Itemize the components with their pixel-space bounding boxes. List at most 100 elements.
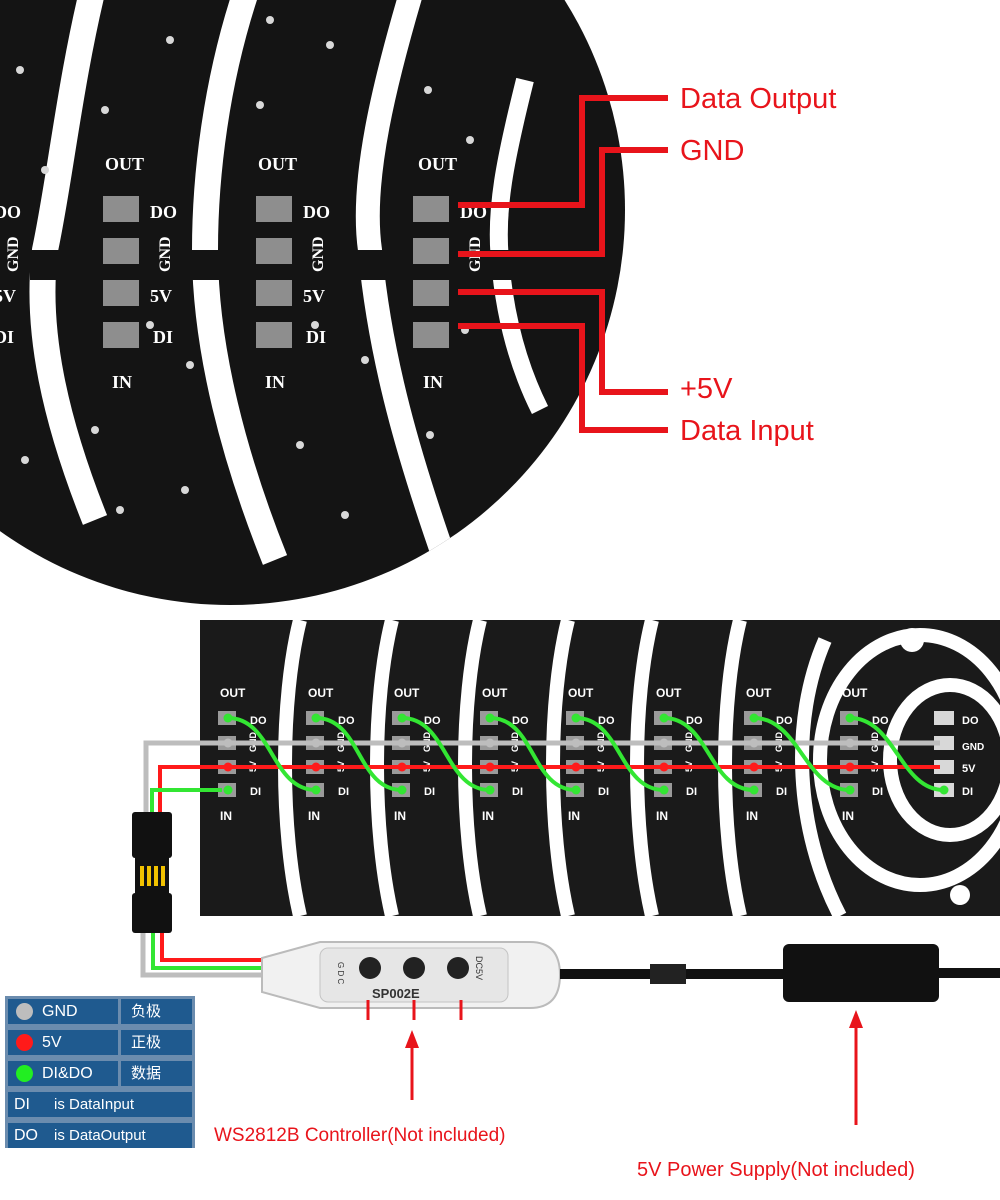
speed-button[interactable] bbox=[403, 957, 425, 979]
data-link-wire bbox=[575, 716, 665, 792]
do-dot bbox=[223, 713, 233, 723]
di-dot bbox=[659, 785, 669, 795]
in-label: IN bbox=[656, 809, 668, 823]
data-output-label: Data Output bbox=[680, 83, 836, 115]
do-dot bbox=[845, 713, 855, 723]
power-supply bbox=[783, 944, 939, 1002]
gnd-dot bbox=[397, 738, 407, 748]
v5-label: 5V bbox=[962, 763, 976, 775]
svg-text:GND: GND bbox=[157, 236, 174, 272]
svg-text:5V: 5V bbox=[0, 286, 16, 306]
di-dot bbox=[485, 785, 495, 795]
color-legend: GND 负极 5V 正极 DI&DO 数据 DI is DataInput DO… bbox=[5, 996, 195, 1148]
in-label: IN bbox=[568, 809, 580, 823]
legend-row-gnd: GND 负极 bbox=[5, 996, 195, 1027]
svg-text:IN: IN bbox=[112, 372, 132, 392]
strip-wiring bbox=[143, 713, 949, 830]
svg-text:DI: DI bbox=[153, 327, 173, 347]
gray-dot-icon bbox=[16, 1003, 33, 1020]
pad-column-1: OUT DO 5V DI IN GND bbox=[103, 154, 177, 392]
v5-dot bbox=[659, 762, 669, 772]
svg-text:OUT: OUT bbox=[105, 154, 144, 174]
svg-text:DO: DO bbox=[303, 202, 330, 222]
do-label: DO bbox=[512, 715, 529, 727]
svg-text:5V: 5V bbox=[150, 286, 172, 306]
green-dot-icon bbox=[16, 1065, 33, 1082]
arrow-to-power bbox=[849, 1010, 863, 1125]
mode-button[interactable] bbox=[359, 957, 381, 979]
di-label: DI bbox=[512, 786, 523, 798]
do-label: DO bbox=[872, 715, 889, 727]
pad-column-left-partial: DO 5V DI GND bbox=[0, 202, 22, 347]
out-label: OUT bbox=[482, 686, 508, 700]
red-dot-icon bbox=[16, 1034, 33, 1051]
v5-dot bbox=[571, 762, 581, 772]
top-callout-wires bbox=[458, 95, 668, 433]
controller-model: SP002E bbox=[372, 986, 420, 1001]
di-label: DI bbox=[598, 786, 609, 798]
di-dot bbox=[397, 785, 407, 795]
do-label: DO bbox=[776, 715, 793, 727]
di-dot bbox=[845, 785, 855, 795]
svg-text:DO: DO bbox=[150, 202, 177, 222]
out-label: OUT bbox=[842, 686, 868, 700]
gnd-dot bbox=[845, 738, 855, 748]
do-label: DO bbox=[962, 715, 979, 727]
pad-column-3: OUT DO IN GND bbox=[413, 154, 487, 392]
ring-gaps: OUT DO 5V DI IN GND OUT DO 5V DI I bbox=[0, 0, 549, 565]
do-pad bbox=[934, 711, 954, 725]
do-dot bbox=[397, 713, 407, 723]
di-dot bbox=[311, 785, 321, 795]
di-label: DI bbox=[962, 786, 973, 798]
gnd-label: GND bbox=[962, 742, 984, 753]
in-label: IN bbox=[482, 809, 494, 823]
legend-row-5v: 5V 正极 bbox=[5, 1027, 195, 1058]
ring-pcb-closeup: OUT DO 5V DI IN GND OUT DO 5V DI I bbox=[0, 0, 625, 605]
svg-text:DO: DO bbox=[0, 202, 21, 222]
gnd-pad bbox=[934, 736, 954, 750]
do-dot bbox=[571, 713, 581, 723]
svg-text:DI: DI bbox=[306, 327, 326, 347]
mode-button-2[interactable] bbox=[447, 957, 469, 979]
svg-text:OUT: OUT bbox=[258, 154, 297, 174]
do-dot bbox=[311, 713, 321, 723]
dc5v-text: DC5V bbox=[474, 956, 484, 980]
power-callout: 5V Power Supply(Not included) bbox=[637, 1159, 915, 1181]
di-label: DI bbox=[338, 786, 349, 798]
v5-dot bbox=[223, 762, 233, 772]
di-label: DI bbox=[424, 786, 435, 798]
gnd-dot bbox=[485, 738, 495, 748]
in-label: IN bbox=[842, 809, 854, 823]
di-label: DI bbox=[250, 786, 261, 798]
di-dot bbox=[223, 785, 233, 795]
svg-text:IN: IN bbox=[423, 372, 443, 392]
do-dot bbox=[659, 713, 669, 723]
data-link-wire bbox=[489, 716, 577, 792]
top-callouts: Data Output GND +5V Data Input bbox=[680, 83, 836, 447]
legend-di-definition: DI is DataInput bbox=[5, 1089, 195, 1120]
out-label: OUT bbox=[394, 686, 420, 700]
do-label: DO bbox=[250, 715, 267, 727]
svg-text:GND: GND bbox=[310, 236, 327, 272]
controller-callout: WS2812B Controller(Not included) bbox=[214, 1125, 505, 1146]
svg-text:GND: GND bbox=[5, 236, 22, 272]
out-label: OUT bbox=[746, 686, 772, 700]
data-link-wire bbox=[663, 716, 755, 792]
di-dot bbox=[571, 785, 581, 795]
v5-dot bbox=[749, 762, 759, 772]
in-label: IN bbox=[308, 809, 320, 823]
do-label: DO bbox=[598, 715, 615, 727]
do-label: DO bbox=[338, 715, 355, 727]
out-label: OUT bbox=[308, 686, 334, 700]
svg-text:OUT: OUT bbox=[418, 154, 457, 174]
v5-dot bbox=[311, 762, 321, 772]
gnd-dot bbox=[223, 738, 233, 748]
in-label: IN bbox=[220, 809, 232, 823]
gnd-dot bbox=[659, 738, 669, 748]
svg-text:DI: DI bbox=[0, 327, 14, 347]
out-label: OUT bbox=[656, 686, 682, 700]
v5-dot bbox=[845, 762, 855, 772]
v5-pad bbox=[934, 760, 954, 774]
gnd-label: GND bbox=[680, 135, 744, 167]
